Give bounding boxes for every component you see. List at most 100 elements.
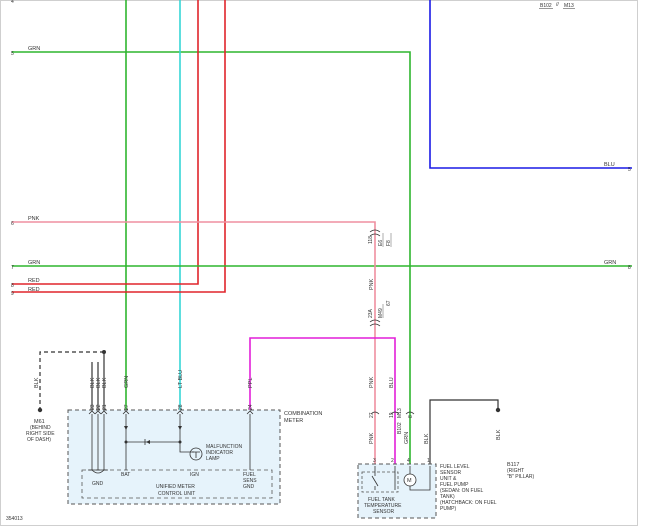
svg-text:F8: F8 bbox=[386, 240, 392, 246]
meter-pin-23: 23 bbox=[90, 404, 96, 410]
left-pin-8: 8 bbox=[11, 283, 14, 289]
mid-b102: B102 bbox=[397, 422, 403, 434]
wire-ppl bbox=[249, 337, 396, 466]
fuel-desc-2: SENSOR bbox=[440, 470, 462, 476]
mid-pin-19: 19 bbox=[389, 412, 395, 418]
wire-blu bbox=[429, 0, 632, 169]
lamp-label-1: MALFUNCTION bbox=[206, 444, 243, 450]
label-blu-right: BLU bbox=[604, 162, 615, 168]
wire-red-9 bbox=[12, 0, 226, 293]
label-pnk-mid: PNK bbox=[369, 278, 375, 290]
svg-text:23A: 23A bbox=[368, 308, 374, 318]
meter-title-1: COMBINATION bbox=[284, 411, 322, 417]
b117-blk-label: BLK bbox=[496, 429, 502, 440]
lamp-label-3: LAMP bbox=[206, 456, 220, 462]
wire-ground-dashed bbox=[39, 351, 104, 408]
svg-text:118: 118 bbox=[368, 236, 374, 244]
meter-pin-22: 22 bbox=[96, 404, 102, 410]
splice-dot bbox=[102, 350, 106, 354]
meter-wire-grn: GRN bbox=[124, 376, 130, 388]
meter-wire-blk-2: BLK bbox=[96, 377, 102, 388]
wire-red-8 bbox=[12, 0, 199, 285]
meter-wire-blk-1: BLK bbox=[90, 377, 96, 388]
meter-gnd-label: GND bbox=[92, 481, 104, 487]
top-m13: M13 bbox=[564, 3, 574, 9]
fuel-desc-1: FUEL LEVEL bbox=[440, 464, 470, 470]
left-pin-7: 7 bbox=[11, 265, 14, 271]
unified-meter-control-unit-box bbox=[81, 469, 273, 499]
unit-label-2: CONTROL UNIT bbox=[158, 491, 195, 497]
meter-wire-blk-3: BLK bbox=[102, 377, 108, 388]
top-b102: B102 bbox=[540, 3, 552, 9]
fuel-wire-blk: BLK bbox=[424, 433, 430, 444]
label-red-9: RED bbox=[28, 287, 40, 293]
fuel-desc-4: FUEL PUMP bbox=[440, 482, 469, 488]
meter-pin-21: 21 bbox=[102, 404, 108, 410]
combination-meter-box bbox=[67, 409, 281, 505]
ground-desc-1: (BEHIND bbox=[30, 425, 51, 431]
meter-connector-chevrons bbox=[88, 410, 254, 415]
left-pin-5: 5 bbox=[11, 51, 14, 57]
tank-sensor-3: SENSOR bbox=[373, 509, 395, 515]
fuel-desc-8: PUMP) bbox=[440, 506, 456, 512]
ground-m61-id: M61 bbox=[34, 419, 45, 425]
meter-internal-circuit bbox=[88, 414, 251, 474]
meter-wire-ltblu: LT BLU bbox=[178, 370, 184, 388]
label-pnk-6: PNK bbox=[28, 216, 40, 222]
meter-pin-27: 27 bbox=[124, 404, 130, 410]
mid-wire-blu: BLU bbox=[389, 377, 395, 388]
fuel-motor-icon: M bbox=[407, 478, 412, 484]
fuel-tank-sensor-box bbox=[361, 471, 399, 493]
fuel-label-1: FUEL bbox=[243, 472, 256, 478]
right-pin-8: 8 bbox=[628, 265, 631, 271]
label-red-8: RED bbox=[28, 278, 40, 284]
connector-23a: 23A M49 67 bbox=[368, 300, 392, 327]
label-grn-5: GRN bbox=[28, 46, 40, 52]
wire-grn-5 bbox=[12, 51, 411, 466]
top-slash: // bbox=[556, 2, 559, 8]
ground-desc-2: RIGHT SIDE bbox=[26, 431, 55, 437]
lamp-label-2: INDICATOR bbox=[206, 450, 233, 456]
tank-sensor-2: TEMPERATURE bbox=[364, 503, 402, 509]
mid-connector-chevrons bbox=[370, 411, 415, 415]
meter-ign-label: IGN bbox=[190, 472, 199, 478]
meter-wire-ppl: PPL bbox=[248, 378, 254, 388]
fuel-label-2: SENS bbox=[243, 478, 257, 484]
wire-blk-b117 bbox=[429, 399, 499, 466]
svg-text:67: 67 bbox=[386, 300, 392, 306]
fuel-pin-3: 3 bbox=[373, 458, 376, 464]
left-pin-9: 9 bbox=[11, 291, 14, 297]
meter-title-2: METER bbox=[284, 418, 303, 424]
fuel-unit-box bbox=[357, 463, 437, 519]
mid-m13: M13 bbox=[397, 408, 403, 418]
label-grn-7-right: GRN bbox=[604, 260, 616, 266]
b117-desc-2: "B" PILLAR) bbox=[507, 474, 535, 480]
wire-pnk-6 bbox=[12, 221, 376, 466]
fuel-pin-1: 1 bbox=[427, 458, 430, 464]
mid-pin-27: 27 bbox=[369, 412, 375, 418]
left-pin-4: 4 bbox=[11, 0, 14, 5]
connector-118: 118 E6 F8 bbox=[368, 229, 392, 247]
fuel-pin-2: 2 bbox=[391, 458, 394, 464]
mid-wire-pnk: PNK bbox=[369, 376, 375, 388]
meter-pin-24: 24 bbox=[248, 404, 254, 410]
fuel-wire-grn: GRN bbox=[404, 432, 410, 444]
b117-dot bbox=[495, 407, 501, 413]
ground-desc-3: OF DASH) bbox=[27, 437, 51, 443]
fuel-label-3: GND bbox=[243, 484, 255, 490]
unit-label-1: UNIFIED METER bbox=[156, 484, 195, 490]
ground-blk-label: BLK bbox=[34, 377, 40, 388]
tank-sensor-1: FUEL TANK bbox=[368, 497, 396, 503]
fuel-desc-6: TANK) bbox=[440, 494, 455, 500]
ground-m61-dot bbox=[37, 407, 43, 413]
fuel-desc-7: (HATCHBACK: ON FUEL bbox=[440, 500, 497, 506]
left-pin-6: 6 bbox=[11, 221, 14, 227]
fuel-pin-4: 4 bbox=[407, 458, 410, 464]
svg-text:E6: E6 bbox=[378, 240, 384, 246]
mid-pin-8: 8 bbox=[408, 415, 414, 418]
fuel-wire-pnk: PNK bbox=[369, 432, 375, 444]
right-pin-5: 5 bbox=[628, 167, 631, 173]
label-grn-7-left: GRN bbox=[28, 260, 40, 266]
b117-id: B117 bbox=[507, 462, 519, 468]
